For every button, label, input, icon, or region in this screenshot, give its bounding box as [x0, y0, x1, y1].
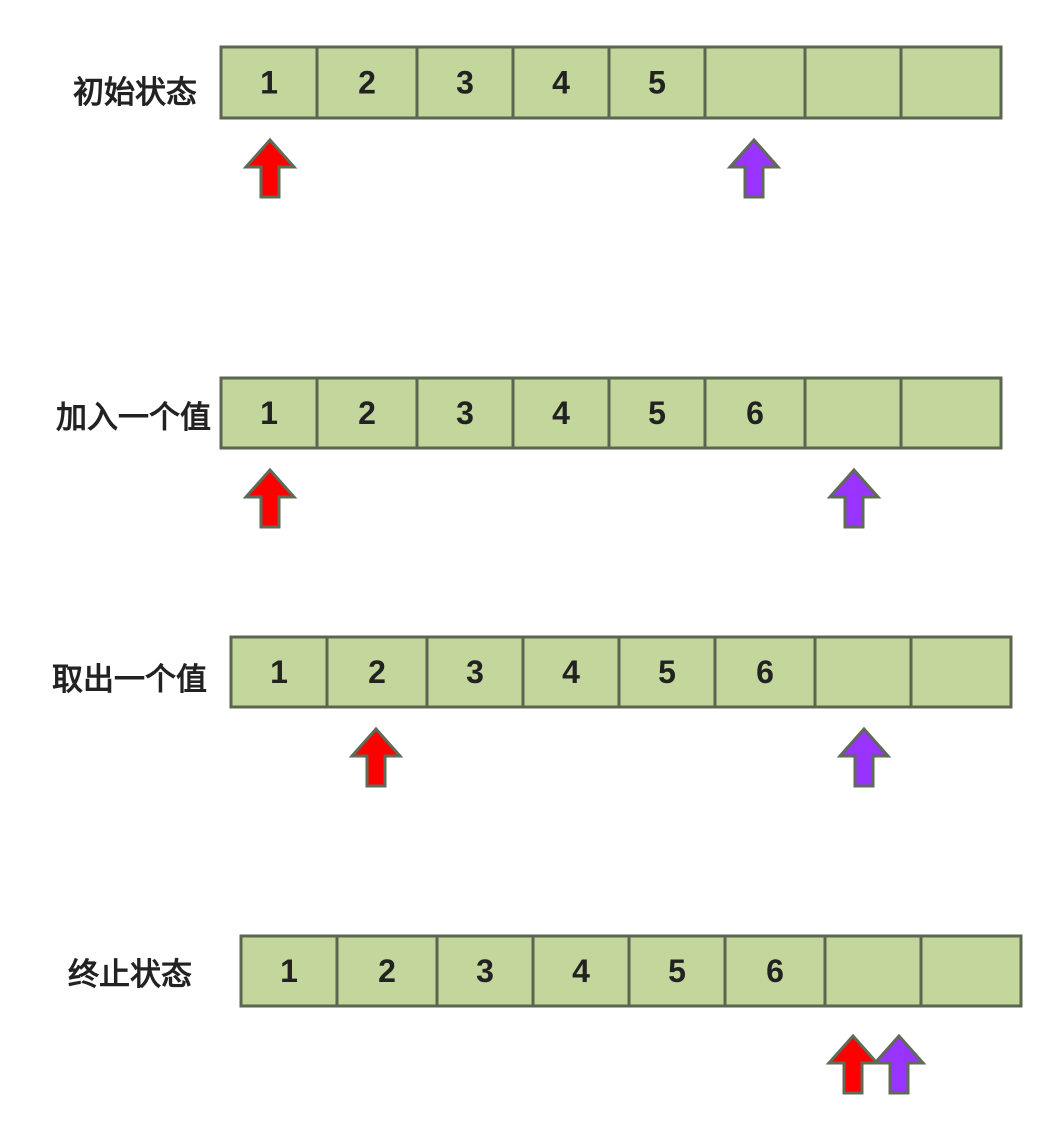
queue-cell-value: 5 — [648, 395, 666, 431]
queue-cell-value: 1 — [270, 654, 288, 690]
queue-cell-box — [531, 934, 631, 1008]
pointer-arrows — [825, 1033, 927, 1095]
queue-cell-value: 4 — [552, 395, 570, 431]
queue-cell-box — [909, 635, 1013, 709]
queue-cell-value: 1 — [260, 395, 278, 431]
queue-cell-box — [415, 376, 515, 450]
queue-cells: 1 2 3 4 5 6 — [219, 376, 1003, 450]
queue-cell-value: 2 — [358, 65, 376, 101]
queue-cell-value: 1 — [280, 953, 298, 989]
queue-cell-value: 2 — [358, 395, 376, 431]
queue-cell-value: 2 — [368, 654, 386, 690]
queue-cell-box — [899, 45, 1003, 120]
queue-cell-box — [607, 376, 707, 450]
queue-cell-box — [315, 45, 419, 120]
queue-cell-value: 5 — [648, 65, 666, 101]
purple-up-arrow-icon — [726, 137, 782, 199]
queue-cell-box — [803, 45, 903, 120]
queue-cell-value: 4 — [572, 953, 590, 989]
queue-cells: 1 2 3 4 5 — [219, 45, 1003, 120]
queue-cell-value: 6 — [756, 654, 774, 690]
red-up-arrow-icon — [825, 1033, 881, 1095]
queue-cell-value: 4 — [562, 654, 580, 690]
queue-cell-box — [899, 376, 1003, 450]
purple-up-arrow-icon — [871, 1033, 927, 1095]
queue-cell-value: 3 — [456, 395, 474, 431]
purple-up-arrow-icon — [826, 467, 882, 529]
queue-cell-value: 5 — [658, 654, 676, 690]
queue-cell-box — [511, 376, 611, 450]
purple-up-arrow-icon — [836, 726, 892, 788]
queue-cell-value: 3 — [466, 654, 484, 690]
queue-cell-box — [723, 934, 827, 1008]
queue-cell-box — [415, 45, 515, 120]
queue-cell-box — [435, 934, 535, 1008]
red-up-arrow-icon — [348, 726, 404, 788]
queue-cell-value: 4 — [552, 65, 570, 101]
queue-cells: 1 2 3 4 5 6 — [239, 934, 1023, 1008]
queue-row-final: 终止状态 1 2 3 4 5 6 — [68, 934, 1023, 1095]
queue-cell-box — [219, 45, 319, 120]
queue-cell-box — [803, 376, 903, 450]
red-up-arrow-icon — [242, 467, 298, 529]
queue-cell-value: 1 — [260, 65, 278, 101]
queue-cell-value: 2 — [378, 953, 396, 989]
queue-cell-box — [813, 635, 913, 709]
pointer-arrows — [242, 137, 782, 199]
queue-cell-box — [713, 635, 817, 709]
queue-cell-box — [425, 635, 525, 709]
queue-cell-box — [617, 635, 717, 709]
queue-cell-box — [919, 934, 1023, 1008]
red-up-arrow-icon — [242, 137, 298, 199]
queue-cell-box — [325, 635, 429, 709]
row-label: 加入一个值 — [56, 400, 211, 436]
pointer-arrows — [242, 467, 882, 529]
queue-cell-value: 5 — [668, 953, 686, 989]
row-label: 初始状态 — [73, 75, 197, 111]
queue-cell-box — [335, 934, 439, 1008]
queue-cell-box — [823, 934, 923, 1008]
queue-cell-box — [315, 376, 419, 450]
queue-row-after-enqueue: 加入一个值 1 2 3 4 5 6 — [56, 376, 1003, 529]
queue-row-after-dequeue: 取出一个值 1 2 3 4 5 6 — [52, 635, 1013, 788]
queue-cell-value: 3 — [456, 65, 474, 101]
queue-cell-box — [703, 45, 807, 120]
queue-cell-box — [627, 934, 727, 1008]
row-label: 终止状态 — [68, 957, 192, 993]
queue-cell-value: 3 — [476, 953, 494, 989]
pointer-arrows — [348, 726, 892, 788]
queue-row-initial: 初始状态 1 2 3 4 5 — [73, 45, 1003, 199]
queue-cell-value: 6 — [746, 395, 764, 431]
queue-cell-value: 6 — [766, 953, 784, 989]
queue-cell-box — [229, 635, 329, 709]
queue-cells: 1 2 3 4 5 6 — [229, 635, 1013, 709]
queue-cell-box — [219, 376, 319, 450]
queue-cell-box — [607, 45, 707, 120]
row-label: 取出一个值 — [52, 662, 207, 698]
